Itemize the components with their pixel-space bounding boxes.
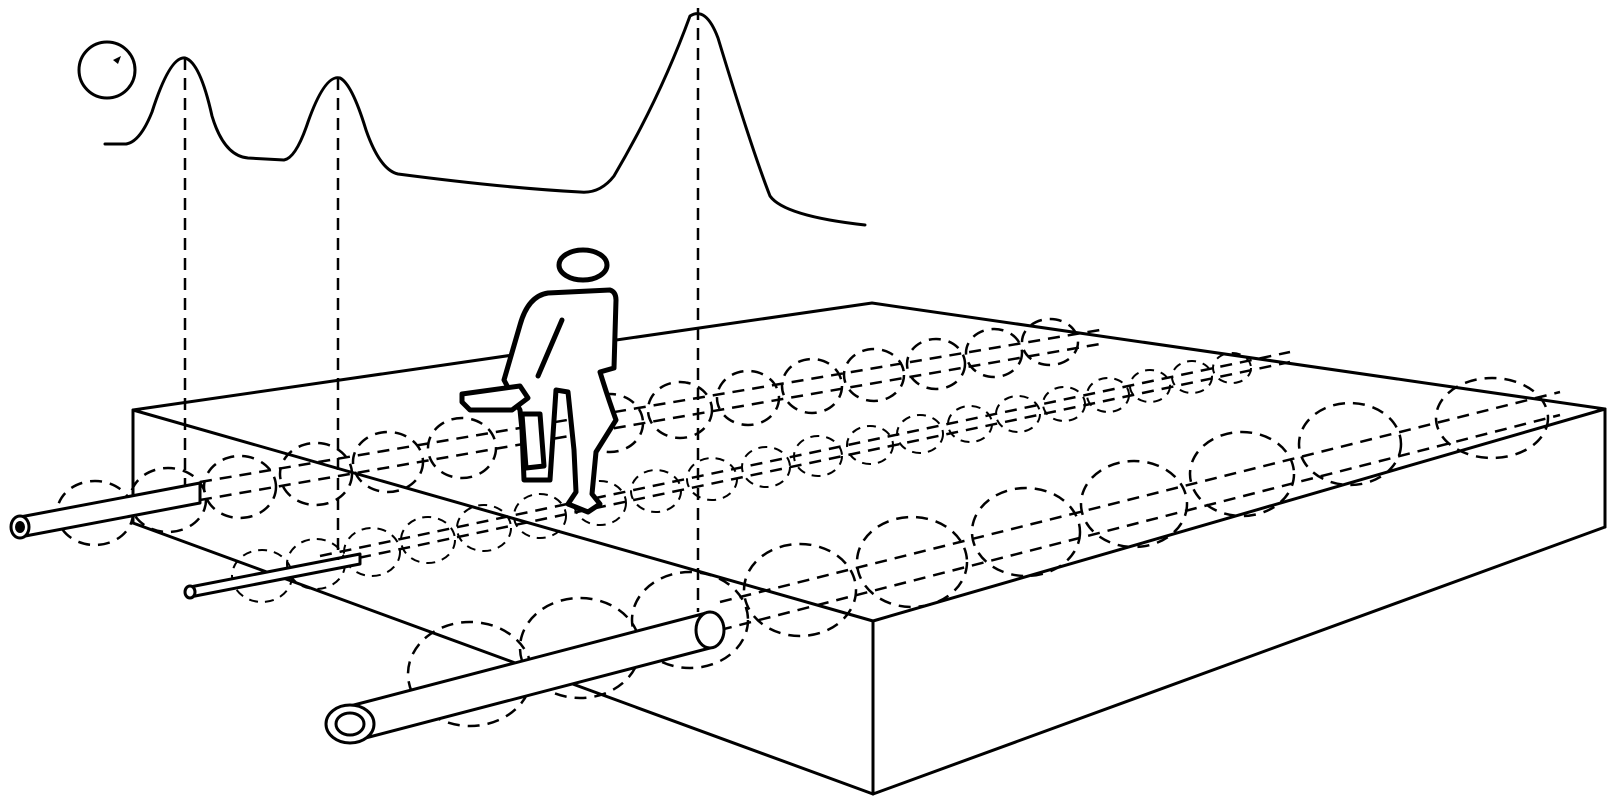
ground-block	[131, 301, 1607, 796]
peak-projection-lines	[183, 8, 700, 612]
buried-pipe-left-field	[55, 317, 1101, 547]
operator-figure-icon	[459, 247, 619, 515]
pipe-middle	[183, 552, 362, 600]
signal-curve	[103, 12, 867, 227]
buried-pipe-middle-field	[231, 350, 1291, 603]
ground-bottom-left-edge	[131, 521, 875, 796]
ground-bottom-right-edge	[871, 525, 1607, 796]
handheld-locator-icon	[459, 383, 547, 471]
pipe-left	[9, 481, 202, 540]
pipe-front	[324, 610, 726, 745]
signal-trace	[77, 12, 867, 227]
buried-pipe-front-field	[406, 376, 1561, 728]
sensor-dial-icon	[77, 40, 137, 100]
field-rings-left	[55, 317, 1080, 547]
